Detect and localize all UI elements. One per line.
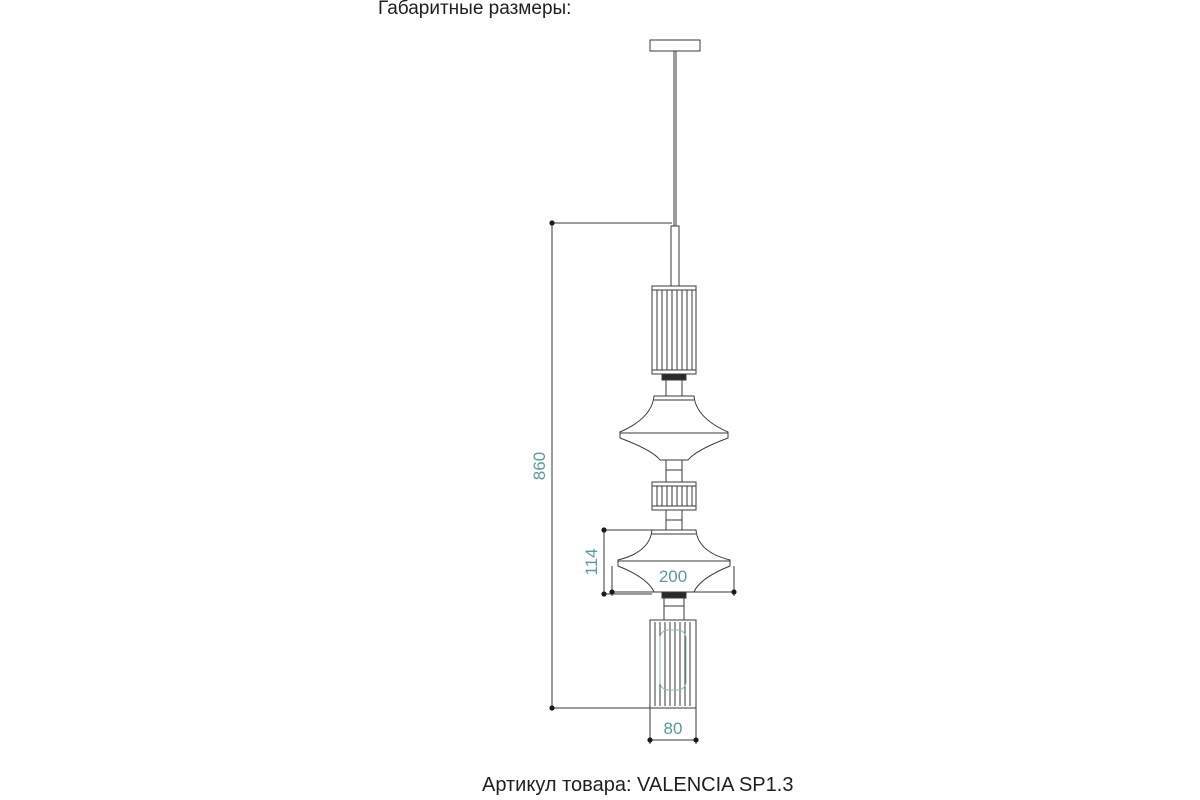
middle-fluted-ring: [651, 481, 697, 511]
dimension-lines: [551, 222, 735, 744]
base-width-label: 80: [664, 719, 683, 738]
upper-fluted-cylinder: [651, 285, 697, 375]
lower-fluted-cylinder: [649, 619, 697, 709]
page-title: Габаритные размеры:: [378, 0, 572, 19]
bulb-outline: [659, 629, 687, 691]
upper-tube: [670, 225, 680, 287]
pendant-lamp-drawing: [617, 39, 731, 709]
shade-height-label: 114: [582, 548, 601, 575]
total-height-label: 860: [530, 452, 549, 480]
connector: [661, 373, 687, 381]
upper-saucer-shade: [619, 395, 729, 461]
ceiling-canopy: [649, 39, 701, 52]
article-number: Артикул товара: VALENCIA SP1.3: [482, 774, 794, 796]
dimension-dots: [549, 220, 737, 743]
shade-width-label: 200: [659, 567, 687, 586]
